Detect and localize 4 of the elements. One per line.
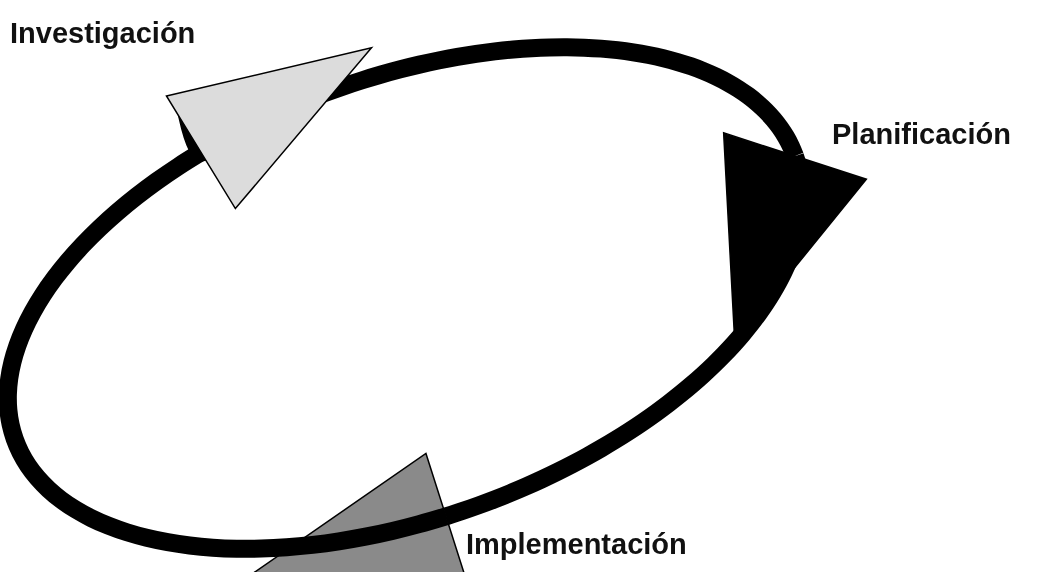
stage-label: Implementación	[466, 527, 687, 562]
stage-label: Investigación	[10, 16, 196, 51]
cycle-arrow	[0, 47, 449, 558]
stage-label: Planificación	[832, 117, 1011, 152]
